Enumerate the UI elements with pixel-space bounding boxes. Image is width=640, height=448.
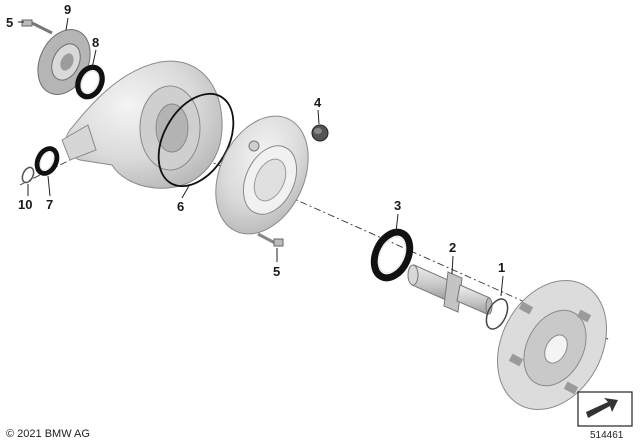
callout-3: 3: [394, 198, 401, 213]
seal-ring-7: [34, 146, 60, 176]
cap-4: [311, 124, 329, 142]
shaft-2: [407, 264, 493, 315]
brake-disc: [497, 280, 607, 410]
callout-6: 6: [177, 199, 184, 214]
bolt-5-upper: [21, 19, 53, 35]
callout-5-upper: 5: [6, 15, 13, 30]
o-ring-6: [157, 92, 235, 188]
leader-lines: [18, 17, 504, 297]
direction-arrow-icon: [577, 391, 633, 427]
callout-9: 9: [64, 2, 71, 17]
callout-5-lower: 5: [273, 264, 280, 279]
cover-plate-9: [37, 29, 91, 95]
snap-ring-1: [485, 298, 509, 330]
callout-1: 1: [498, 260, 505, 275]
bearing-flange: [215, 115, 309, 235]
seal-ring-8: [75, 64, 105, 100]
callout-8: 8: [92, 35, 99, 50]
callout-4: 4: [314, 95, 322, 110]
final-drive-housing: [61, 60, 223, 189]
reference-number: 514461: [590, 430, 624, 441]
bolt-5-lower: [257, 232, 284, 247]
copyright-text: © 2021 BMW AG: [6, 428, 90, 440]
seal-ring-3: [370, 228, 414, 282]
callout-10: 10: [18, 197, 32, 212]
circlip-10: [21, 166, 35, 184]
callout-2: 2: [449, 240, 456, 255]
callout-7: 7: [46, 197, 53, 212]
